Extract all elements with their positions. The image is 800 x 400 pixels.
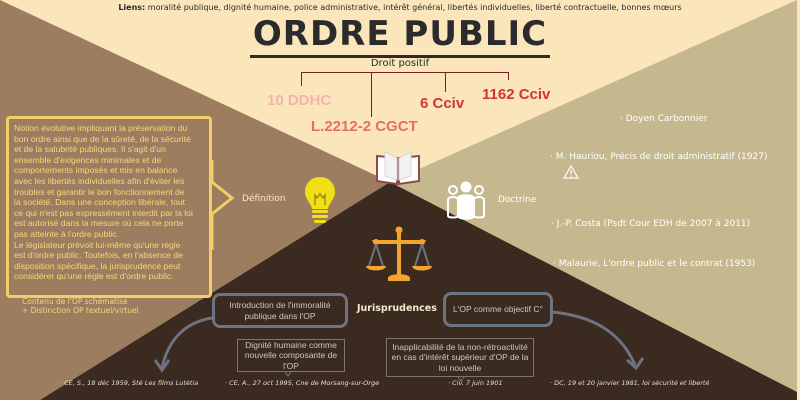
definition-label: Définition [242, 194, 286, 204]
doctrine-item: · J.-P. Costa (Psdt Cour EDH de 2007 à 2… [551, 219, 751, 229]
immoralite-pill-text: Introduction de l'immoralité publique da… [229, 299, 331, 321]
definition-line: comportements imposés et mis en balance [14, 165, 178, 176]
definition-line: considérer qu'une règle est d'ordre publ… [14, 271, 174, 282]
doctrine-item: · Malaurie, L'ordre public et le contrat… [553, 259, 756, 269]
definition-text: Notion évolutive impliquant la préservat… [14, 123, 210, 282]
dignite-humaine-text: Dignité humaine comme nouvelle composant… [244, 339, 338, 371]
lightbulb-icon [305, 177, 335, 223]
definition-connector [210, 160, 235, 250]
title-underline [250, 55, 550, 58]
definition-line: la société. Dans une conception libérale… [14, 197, 186, 208]
article-10-ddhc: 10 DDHC [267, 92, 332, 109]
bracket-line-ddhc [301, 72, 302, 86]
links-text: moralité publique, dignité humaine, poli… [147, 3, 682, 12]
article-6-cciv: 6 Cciv [420, 95, 465, 112]
definition-line: bon ordre ainsi que de la sûreté, de la … [14, 133, 191, 144]
arrow-left [160, 316, 213, 369]
dignite-humaine-box: Dignité humaine comme nouvelle composant… [237, 339, 345, 372]
definition-note: Contenu de l'OP schématisé + Distinction… [22, 297, 139, 315]
jurisprudences-label: Jurisprudences [357, 303, 437, 314]
doctrine-item: · Doyen Carbonnier [620, 114, 708, 124]
book-icon [376, 151, 420, 186]
objectif-constitutionnel-pill-text: L'OP comme objectif C° [453, 304, 543, 314]
objectif-constitutionnel-pill: L'OP comme objectif C° [443, 292, 553, 327]
case-morsang-sur-orge: · CE, A., 27 oct 1995, Cne de Morsang-su… [225, 379, 380, 387]
definition-line: disposition spécifique, la jurisprudence… [14, 260, 181, 271]
article-1162-cciv: 1162 Cciv [482, 86, 551, 103]
article-l2212-2-cgct: L.2212-2 CGCT [311, 118, 418, 135]
bracket-line-6cciv [445, 72, 446, 92]
definition-line: est d'ordre public. Toutefois, en l'abse… [14, 250, 183, 261]
links-label: Liens: [118, 3, 146, 12]
arrow-right [552, 310, 637, 366]
case-dc-1981: · DC, 19 et 20 janvier 1981, loi sécurit… [550, 379, 710, 387]
scales-icon [366, 226, 432, 281]
definition-box [6, 116, 212, 298]
definition-line: est autorisé dans la mesure où cela ne p… [14, 218, 184, 229]
warning-icon [563, 165, 579, 179]
droit-positif-label: Droit positif [370, 58, 430, 69]
droit-positif-bracket [301, 72, 509, 73]
bracket-line-1162cciv [508, 72, 509, 80]
non-retroactivite-box: Inapplicabilité de la non-rétroactivité … [386, 338, 534, 377]
case-films-lutetia: · CE, S., 18 déc 1959, Sté Les films Lut… [60, 379, 199, 387]
bracket-line-cgct [371, 72, 372, 117]
immoralite-pill: Introduction de l'immoralité publique da… [212, 293, 348, 328]
case-civ-1901: · Civ. 7 juin 1901 [448, 379, 503, 387]
definition-line: troubles et garantir le bon fonctionneme… [14, 186, 185, 197]
definition-line: ensemble d'exigences minimales et de [14, 154, 162, 165]
non-retroactivite-text: Inapplicabilité de la non-rétroactivité … [391, 341, 529, 373]
definition-line: Notion évolutive impliquant la préservat… [14, 123, 188, 133]
definition-note-line: + Distinction OP textuel/virtuel [22, 306, 139, 315]
definition-note-line: Contenu de l'OP schématisé [22, 297, 128, 306]
definition-line: et de la salubrité publiques. Il s'agit … [14, 144, 166, 155]
page-title: ORDRE PUBLIC [252, 14, 548, 54]
definition-line: Le législateur prévoit lui-même qu'une r… [14, 239, 181, 250]
links-line: Liens: moralité publique, dignité humain… [0, 3, 800, 12]
definition-line: ce qui n'est pas expressément interdit p… [14, 207, 193, 218]
group-icon [447, 181, 485, 220]
jurisprudence-quadrant [40, 182, 797, 400]
doctrine-label: Doctrine [498, 195, 537, 205]
doctrine-item: · M. Hauriou, Précis de droit administra… [550, 152, 768, 162]
definition-line: avec les libertés individuelles afin d'é… [14, 175, 185, 186]
definition-line: pas atteinte à l'ordre public. [14, 228, 119, 239]
doctrine-quadrant [390, 0, 797, 392]
